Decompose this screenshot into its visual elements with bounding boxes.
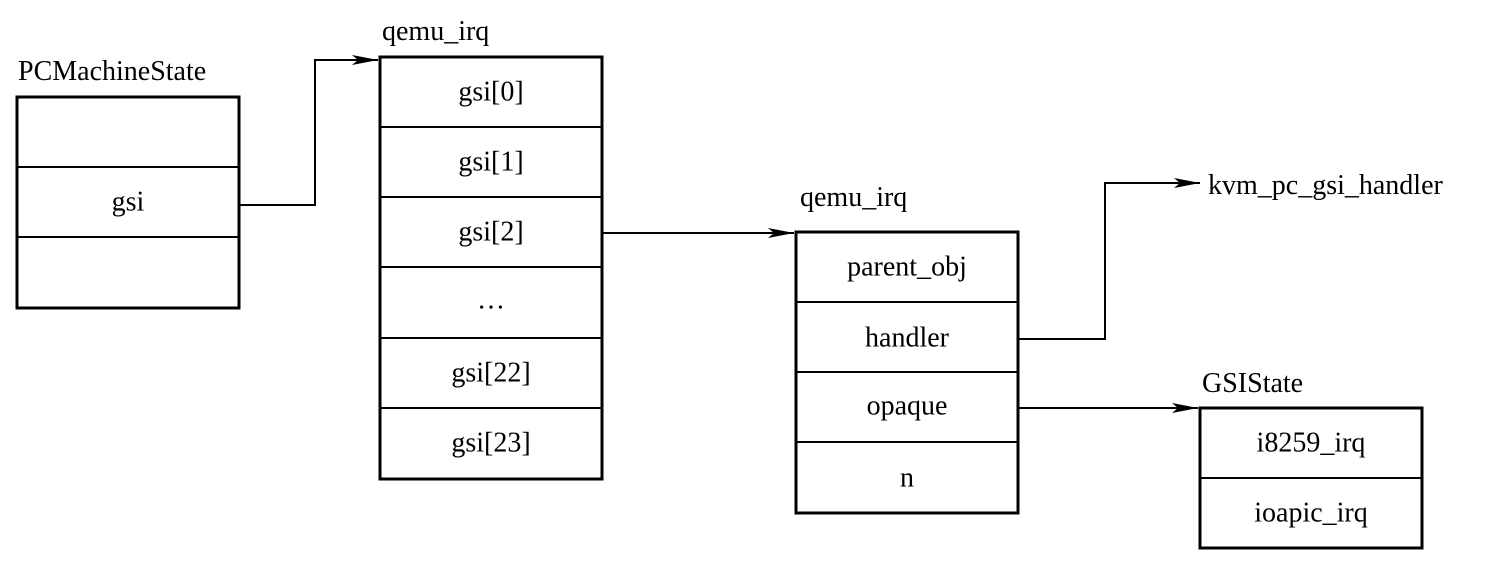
qemu-irq-struct-title: qemu_irq	[800, 182, 907, 213]
gsi-array-struct: qemu_irq gsi[0] gsi[1] gsi[2] … gsi[22] …	[378, 16, 604, 481]
pc-machine-state-box	[15, 95, 241, 310]
qemu-irq-field-n: n	[900, 463, 914, 494]
gsi-entry-23: gsi[23]	[451, 428, 530, 459]
gsi-state-field-ioapic-irq: ioapic_irq	[1254, 498, 1368, 529]
gsi-state-struct: GSIState i8259_irq ioapic_irq	[1198, 368, 1424, 550]
qemu-irq-field-handler: handler	[865, 323, 950, 354]
pc-machine-state-title: PCMachineState	[18, 56, 206, 87]
gsi-state-title: GSIState	[1202, 368, 1303, 399]
arrow-handler-to-function	[1018, 178, 1200, 340]
arrow-gsi-to-gsi-array	[239, 55, 378, 206]
handler-function-label: kvm_pc_gsi_handler	[1208, 170, 1444, 201]
gsi-entry-1: gsi[1]	[458, 147, 523, 178]
gsi-array-title: qemu_irq	[382, 16, 489, 47]
gsi-state-field-i8259-irq: i8259_irq	[1257, 428, 1366, 459]
qemu-irq-field-opaque: opaque	[867, 391, 948, 422]
pc-machine-state-struct: PCMachineState gsi	[15, 56, 241, 310]
qemu-irq-struct: qemu_irq parent_obj handler opaque n	[794, 182, 1020, 515]
gsi-entry-ellipsis: …	[477, 285, 505, 316]
gsi-entry-0: gsi[0]	[458, 77, 523, 108]
gsi-entry-2: gsi[2]	[458, 217, 523, 248]
gsi-entry-22: gsi[22]	[451, 358, 530, 389]
qemu-irq-field-parent-obj: parent_obj	[847, 252, 967, 283]
pc-machine-state-field-gsi: gsi	[112, 187, 145, 218]
